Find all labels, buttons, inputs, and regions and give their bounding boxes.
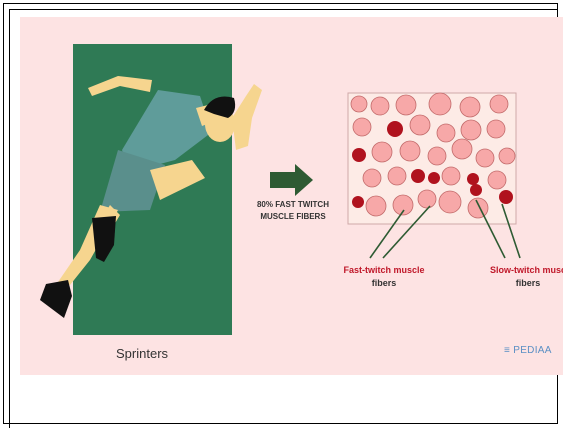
- fast-fiber: [351, 96, 367, 112]
- fast-fiber: [499, 148, 515, 164]
- fast-twitch-label-line2: fibers: [334, 277, 434, 290]
- slow-fiber: [352, 196, 364, 208]
- sprinter-front-arm: [232, 84, 262, 150]
- arrow-right: [270, 164, 313, 196]
- fast-twitch-label: Fast-twitch muscle fibers: [334, 264, 434, 290]
- fast-fiber: [442, 167, 460, 185]
- fast-fiber: [410, 115, 430, 135]
- fast-fiber: [468, 198, 488, 218]
- slow-twitch-label: Slow-twitch musc fibers: [473, 264, 563, 290]
- arrow-label-line2: MUSCLE FIBERS: [246, 211, 340, 223]
- slow-fiber: [387, 121, 403, 137]
- fast-fiber: [353, 118, 371, 136]
- fast-fiber: [366, 196, 386, 216]
- list-icon: ≡: [504, 345, 510, 356]
- slow-twitch-label-line2: fibers: [473, 277, 563, 290]
- arrow-label: 80% FAST TWITCH MUSCLE FIBERS: [246, 199, 340, 223]
- fast-fiber: [372, 142, 392, 162]
- fast-fiber: [400, 141, 420, 161]
- fast-fiber: [363, 169, 381, 187]
- fast-fiber: [452, 139, 472, 159]
- fast-fiber: [476, 149, 494, 167]
- fast-fiber: [460, 97, 480, 117]
- slow-fiber: [470, 184, 482, 196]
- fast-fiber: [439, 191, 461, 213]
- fast-fiber: [428, 147, 446, 165]
- fast-fiber: [490, 95, 508, 113]
- sprinter-shoe-back: [40, 280, 72, 318]
- slow-fiber: [352, 148, 366, 162]
- slow-fiber: [411, 169, 425, 183]
- fast-fiber: [429, 93, 451, 115]
- fast-fiber: [488, 171, 506, 189]
- fast-fiber: [371, 97, 389, 115]
- pediaa-logo: ≡ PEDIAA: [504, 345, 552, 356]
- fast-fiber: [418, 190, 436, 208]
- slow-fiber: [428, 172, 440, 184]
- fast-fiber: [437, 124, 455, 142]
- fast-fiber: [487, 120, 505, 138]
- pediaa-logo-text: PEDIAA: [513, 345, 551, 356]
- fast-fiber: [461, 120, 481, 140]
- fast-fiber: [396, 95, 416, 115]
- slow-fiber: [499, 190, 513, 204]
- slow-fiber: [467, 173, 479, 185]
- arrow-label-line1: 80% FAST TWITCH: [246, 199, 340, 211]
- slow-twitch-label-line1: Slow-twitch musc: [473, 264, 563, 277]
- fast-twitch-label-line1: Fast-twitch muscle: [334, 264, 434, 277]
- sprinters-caption: Sprinters: [116, 346, 168, 361]
- fast-fiber: [388, 167, 406, 185]
